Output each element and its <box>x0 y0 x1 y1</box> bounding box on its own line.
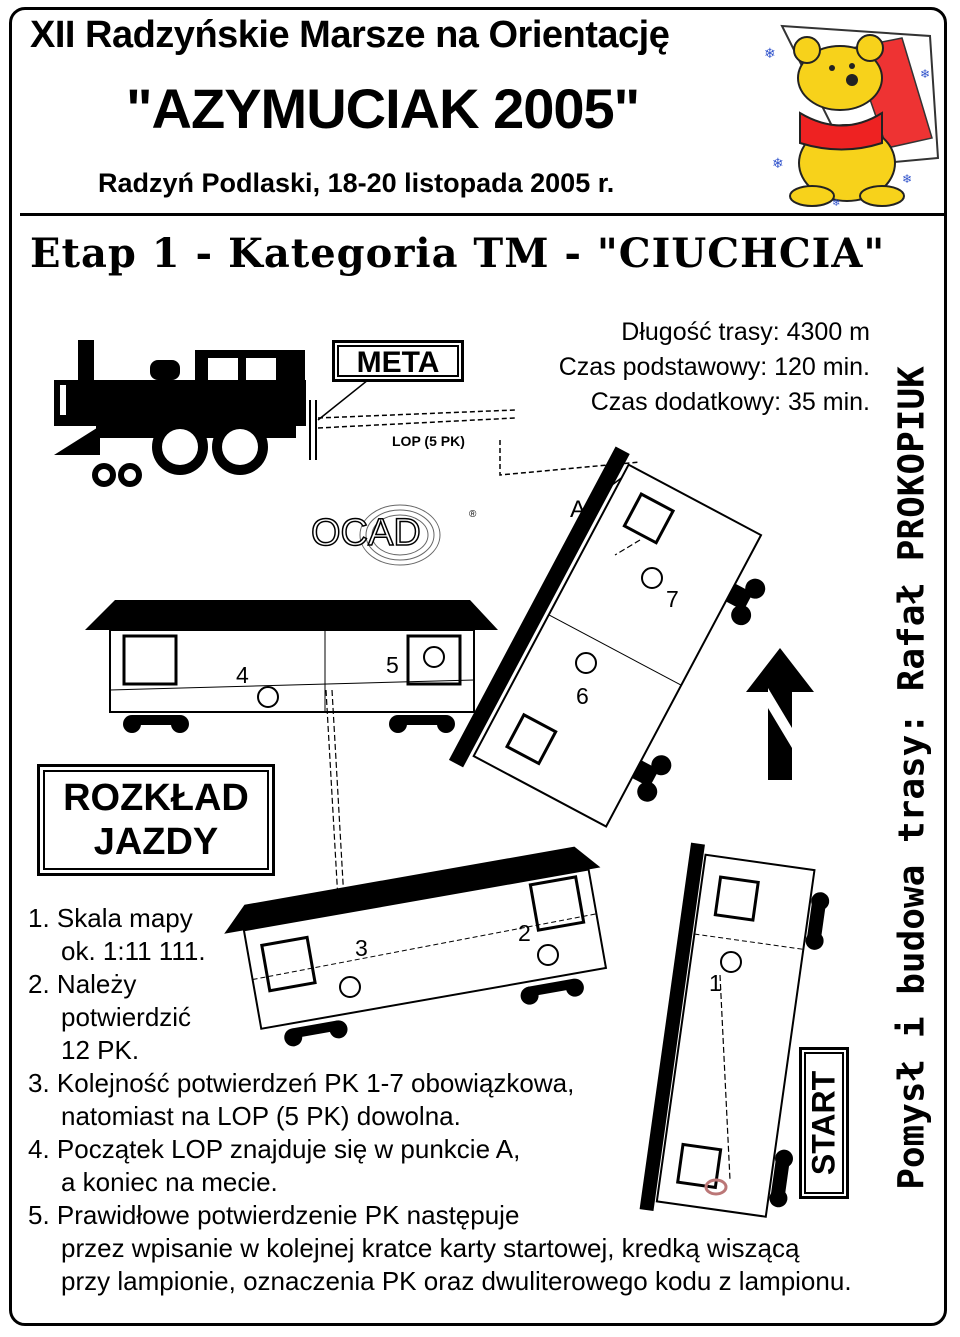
rule-5-line-2: przez wpisanie w kolejnej kratce karty s… <box>61 1233 800 1263</box>
pk-label-1: 1 <box>709 970 722 996</box>
page-frame <box>9 7 947 1326</box>
rule-3-line-2: natomiast na LOP (5 PK) dowolna. <box>61 1101 461 1131</box>
rule-2-line-2: potwierdzić <box>61 1002 192 1032</box>
pk-label-3: 3 <box>355 935 368 961</box>
svg-text:❄: ❄ <box>832 198 840 208</box>
header-divider <box>20 213 946 216</box>
rule-1-line-1: 1. Skala mapy <box>28 903 193 933</box>
rule-5-line-1: 5. Prawidłowe potwierdzenie PK następuje <box>28 1200 520 1230</box>
finish-sign: META <box>332 340 464 382</box>
svg-text:®: ® <box>469 509 477 520</box>
point-a-label: A <box>570 496 587 523</box>
start-sign: START <box>799 1047 849 1199</box>
course-extra-time: Czas dodatkowy: 35 min. <box>590 388 870 416</box>
rule-5-line-3: przy lampionie, oznaczenia PK oraz dwuli… <box>61 1266 852 1296</box>
event-name: "AZYMUCIAK 2005" <box>126 77 640 140</box>
rules-list: 1. Skala mapy ok. 1:11 111. 2. Należy po… <box>28 902 852 1298</box>
rule-4-line-2: a koniec na mecie. <box>61 1167 278 1197</box>
course-length: Długość trasy: 4300 m <box>621 318 870 346</box>
ocad-logo: OCAD ® <box>310 504 477 566</box>
svg-text:❄: ❄ <box>772 155 784 171</box>
ocad-logo-text: OCAD <box>311 512 421 554</box>
start-label: START <box>805 1070 842 1176</box>
schedule-title-line1: ROZKŁAD <box>63 777 249 819</box>
control-points <box>257 567 742 998</box>
locomotive-icon <box>54 340 317 487</box>
stage-title: Etap 1 - Kategoria TM - "CIUCHCIA" <box>30 230 886 277</box>
pk-label-6: 6 <box>576 683 589 709</box>
pk-label-7: 7 <box>666 586 679 612</box>
winnie-the-pooh-illustration: ❄ ❄ ❄ ❄ ❄ <box>764 24 940 208</box>
wagon-4-5 <box>85 600 498 733</box>
event-title: XII Radzyńskie Marsze na Orientację <box>30 14 670 56</box>
schedule-sign: ROZKŁAD JAZDY <box>37 764 275 876</box>
svg-text:❄: ❄ <box>902 172 912 186</box>
schedule-title-line2: JAZDY <box>93 821 219 863</box>
svg-text:❄: ❄ <box>764 45 776 61</box>
rule-2-line-3: 12 PK. <box>61 1035 140 1065</box>
rule-2-line-1: 2. Należy <box>28 969 137 999</box>
course-base-time: Czas podstawowy: 120 min. <box>558 353 870 381</box>
rule-4-line-1: 4. Początek LOP znajduje się w punkcie A… <box>28 1134 521 1164</box>
rule-1-line-2: ok. 1:11 111. <box>61 936 206 966</box>
pk-label-4: 4 <box>236 662 249 688</box>
pk-label-5: 5 <box>386 652 399 678</box>
rule-3-line-1: 3. Kolejność potwierdzeń PK 1-7 obowiązk… <box>28 1068 575 1098</box>
event-date-place: Radzyń Podlaski, 18-20 listopada 2005 r. <box>98 168 615 198</box>
lop-label: LOP (5 PK) <box>392 433 465 449</box>
svg-text:❄: ❄ <box>920 67 930 81</box>
pk-label-2: 2 <box>518 920 531 946</box>
finish-label: META <box>337 345 459 379</box>
north-arrow-icon <box>746 648 814 780</box>
